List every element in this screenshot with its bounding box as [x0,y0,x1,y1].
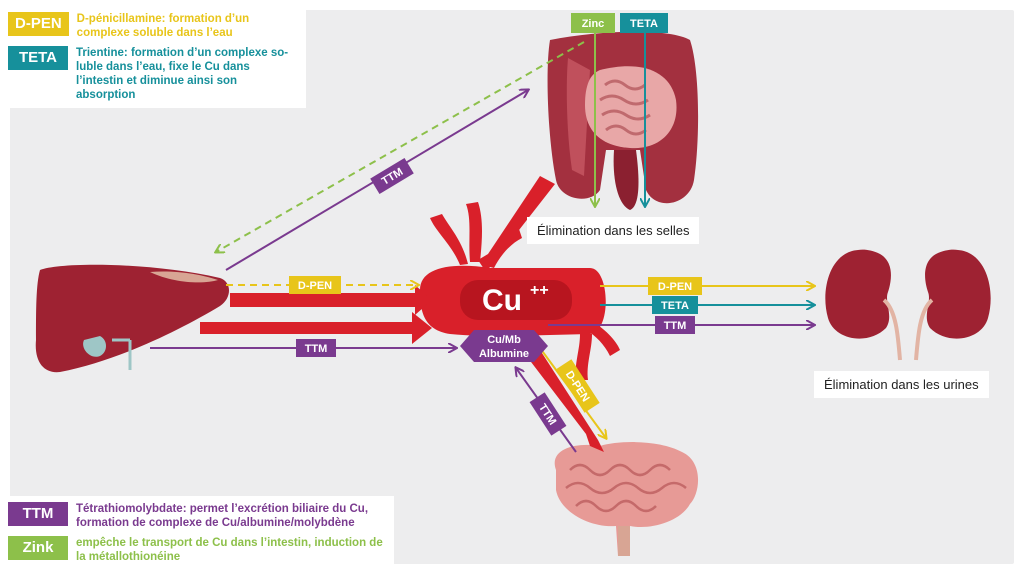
svg-text:D-PEN: D-PEN [298,280,332,292]
tag-dpen-liver: D-PEN [289,276,341,294]
svg-text:TETA: TETA [630,18,658,30]
flow-blood-to-brain [528,350,604,452]
brain-illustration [554,442,699,556]
complex-line1: Cu/Mb [487,334,521,346]
legend-row-dpen: D-PEN D-pénicillamine: formation d’un co… [8,12,298,40]
legend-text-ttm: Tétrathiomolybdate: permet l’excrétion b… [76,503,369,529]
copper-charge-label: ++ [530,282,549,299]
tag-dpen-kidney: D-PEN [648,277,702,295]
flow-liver-blood-lower [200,312,432,344]
complex-line2: Albumine [479,348,529,360]
legend-row-zink: Zink empêche le transport de Cu dans l’i… [8,536,386,564]
legend-text-zink: empêche le transport de Cu dans l’intest… [76,537,383,563]
intestine-illustration [547,31,699,210]
legend-row-ttm: TTM Tétrathiomolybdate: permet l’excréti… [8,502,386,530]
legend-bottom: TTM Tétrathiomolybdate: permet l’excréti… [4,496,394,570]
legend-tag-ttm: TTM [8,502,68,526]
tag-ttm-intestine: TTM [370,157,414,195]
legend-text-teta: Trientine: formation d’un complexe so-lu… [76,47,289,101]
caption-elimination-selles: Élimination dans les selles [527,217,700,244]
tag-teta-kidney: TETA [652,296,698,314]
legend-tag-zink: Zink [8,536,68,560]
svg-text:TTM: TTM [305,343,328,355]
tag-ttm-kidney: TTM [655,316,695,334]
tag-teta-intestine: TETA [620,13,668,33]
caption-elimination-urines: Élimination dans les urines [814,371,989,398]
kidneys-illustration [825,249,991,361]
tag-zinc-intestine: Zinc [571,13,615,33]
aorta-illustration [420,202,620,380]
legend-tag-teta: TETA [8,46,68,70]
svg-text:TETA: TETA [661,300,689,312]
legend-top: D-PEN D-pénicillamine: formation d’un co… [4,6,306,108]
legend-tag-dpen: D-PEN [8,12,69,36]
svg-text:Zinc: Zinc [582,18,605,30]
legend-row-teta: TETA Trientine: formation d’un complexe … [8,46,298,102]
liver-illustration [35,264,229,373]
svg-text:D-PEN: D-PEN [658,281,692,293]
flow-liver-to-blood [230,285,432,315]
tag-ttm-liver: TTM [296,339,336,357]
arrow-zinc-liver [216,41,585,252]
copper-label: Cu [482,284,522,317]
cu-mb-albumine-complex [460,330,548,362]
flow-blood-to-intestine [478,176,555,272]
legend-text-dpen: D-pénicillamine: formation d’un complexe… [76,13,250,39]
svg-text:TTM: TTM [664,320,687,332]
